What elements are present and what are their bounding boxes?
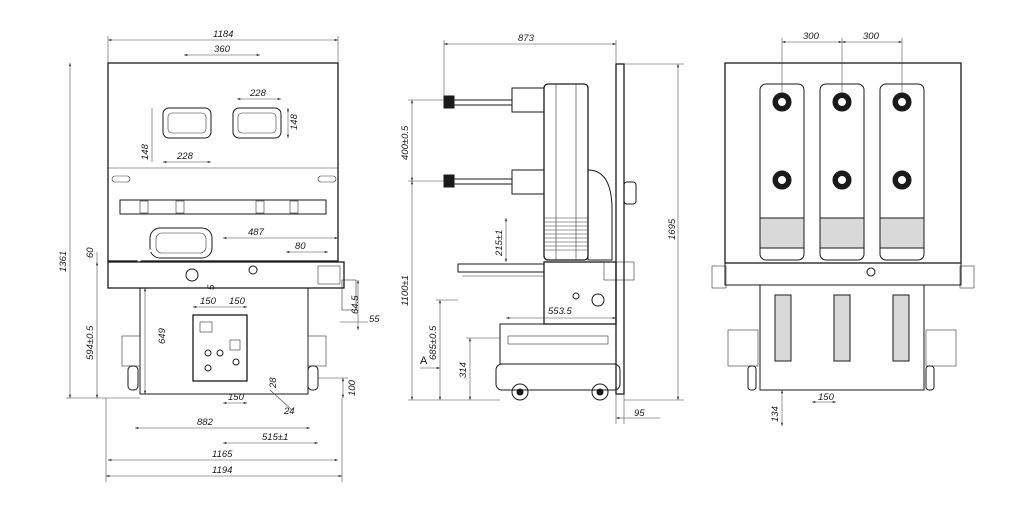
- dim-1165: 1165: [212, 449, 233, 460]
- dim-360: 360: [214, 44, 231, 55]
- dim-150-b: 150: [229, 296, 246, 307]
- rear-view: 300 300 134 150: [711, 31, 975, 426]
- dim-24: 24: [283, 406, 295, 417]
- dim-314: 314: [458, 362, 469, 378]
- label-view-a: A: [420, 355, 428, 367]
- dim-150-rear: 150: [818, 392, 835, 403]
- dim-1695: 1695: [667, 218, 678, 240]
- dim-28: 28: [268, 377, 279, 389]
- dim-228-top: 228: [249, 88, 267, 99]
- dim-882: 882: [197, 417, 214, 428]
- dim-215: 215±1: [494, 230, 505, 257]
- dim-148-right: 148: [289, 113, 300, 130]
- vent-slots: [774, 294, 910, 362]
- dim-148-left: 148: [140, 143, 151, 160]
- dim-60: 60: [85, 247, 96, 258]
- pole-2: [819, 83, 865, 261]
- dim-150-c: 150: [228, 392, 245, 403]
- dim-400: 400±0.5: [400, 125, 411, 160]
- dim-95: 95: [634, 408, 645, 419]
- dim-55: 55: [369, 314, 380, 325]
- dim-228-bottom: 228: [176, 151, 194, 162]
- dim-80: 80: [295, 241, 306, 252]
- dim-300-left: 300: [803, 31, 820, 42]
- dim-64-5: 64.5: [350, 295, 361, 314]
- front-view: 1184 360 228 148 148 228 487 80 60 1361 …: [58, 29, 380, 482]
- dim-1100: 1100±1: [400, 275, 411, 306]
- dim-649: 649: [157, 327, 168, 344]
- dim-515: 515±1: [262, 432, 288, 443]
- pole-1: [759, 83, 805, 261]
- pole-3: [879, 83, 925, 261]
- dim-685: 685±0.5: [428, 325, 439, 360]
- dim-1361: 1361: [58, 251, 69, 272]
- dim-594: 594±0.5: [85, 325, 96, 360]
- dim-5: 5: [206, 284, 217, 290]
- dim-1184: 1184: [213, 29, 233, 40]
- dim-300-right: 300: [863, 31, 880, 42]
- dim-134: 134: [770, 406, 781, 422]
- dim-150-a: 150: [200, 296, 217, 307]
- insulator-fins: [544, 217, 588, 251]
- side-view: 873 400±0.5 1695 215±1 1100±1 553.5 685±…: [400, 33, 684, 424]
- dim-553-5: 553.5: [548, 306, 572, 317]
- dim-1194: 1194: [212, 465, 232, 476]
- dim-100: 100: [347, 379, 358, 396]
- dim-487: 487: [248, 227, 265, 238]
- dim-873: 873: [518, 33, 535, 44]
